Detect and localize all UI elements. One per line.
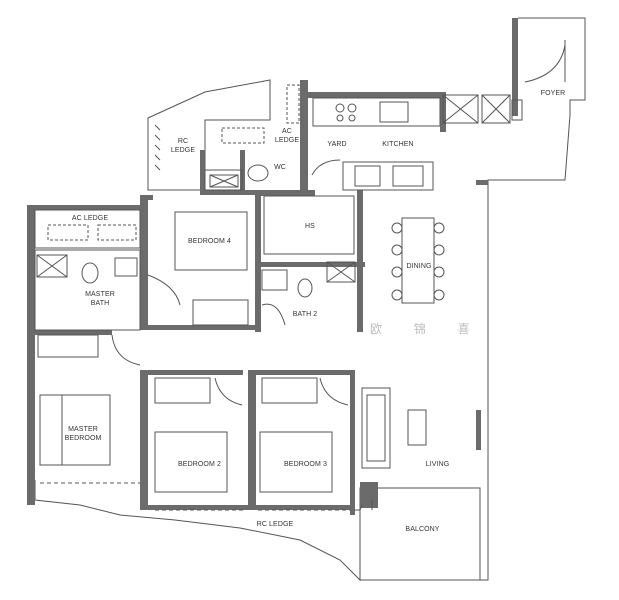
bedroom4-bed: [174, 211, 248, 271]
label-rc-ledge-top: RC LEDGE: [170, 138, 196, 154]
kitchen-counter: [312, 97, 441, 127]
walls: [27, 18, 518, 515]
rc-ledge-bottom-outline: [34, 480, 361, 582]
label-balcony: BALCONY: [405, 526, 440, 533]
label-living: LIVING: [425, 461, 450, 468]
label-hs: HS: [305, 223, 315, 230]
rc-ledge-top-outline: [147, 79, 271, 191]
bedroom2-bed: [154, 431, 228, 493]
label-rc-ledge-bottom: RC LEDGE: [256, 521, 294, 528]
living-table: [407, 409, 427, 446]
bedroom3-bed: [259, 431, 333, 493]
label-kitchen: KITCHEN: [382, 141, 414, 148]
ac-ledge-left-box: [34, 209, 141, 249]
label-bath2: BATH 2: [292, 311, 318, 318]
living-sofa: [361, 387, 391, 469]
master-bath-box: [34, 249, 141, 331]
label-ac-ledge-left: AC LEDGE: [71, 215, 109, 222]
label-foyer: FOYER: [540, 90, 566, 97]
hs-box: [263, 195, 355, 255]
label-wc: WC: [274, 164, 286, 171]
label-master-bath: MASTER BATH: [85, 291, 115, 307]
foyer-outline: [480, 17, 586, 581]
label-master-bedroom: MASTER BEDROOM: [64, 426, 102, 442]
foyer-door-swing: [524, 44, 566, 83]
dining-table: [401, 217, 435, 304]
label-yard: YARD: [327, 141, 347, 148]
label-bedroom3: BEDROOM 3: [284, 461, 327, 468]
label-bedroom2: BEDROOM 2: [178, 461, 221, 468]
watermark-text: 欧 锦 喜: [370, 322, 484, 336]
master-bed: [39, 394, 111, 466]
label-ac-ledge-top: AC LEDGE: [274, 128, 300, 144]
label-dining: DINING: [406, 263, 432, 270]
label-bedroom4: BEDROOM 4: [188, 238, 231, 245]
kitchen-island: [342, 161, 434, 191]
